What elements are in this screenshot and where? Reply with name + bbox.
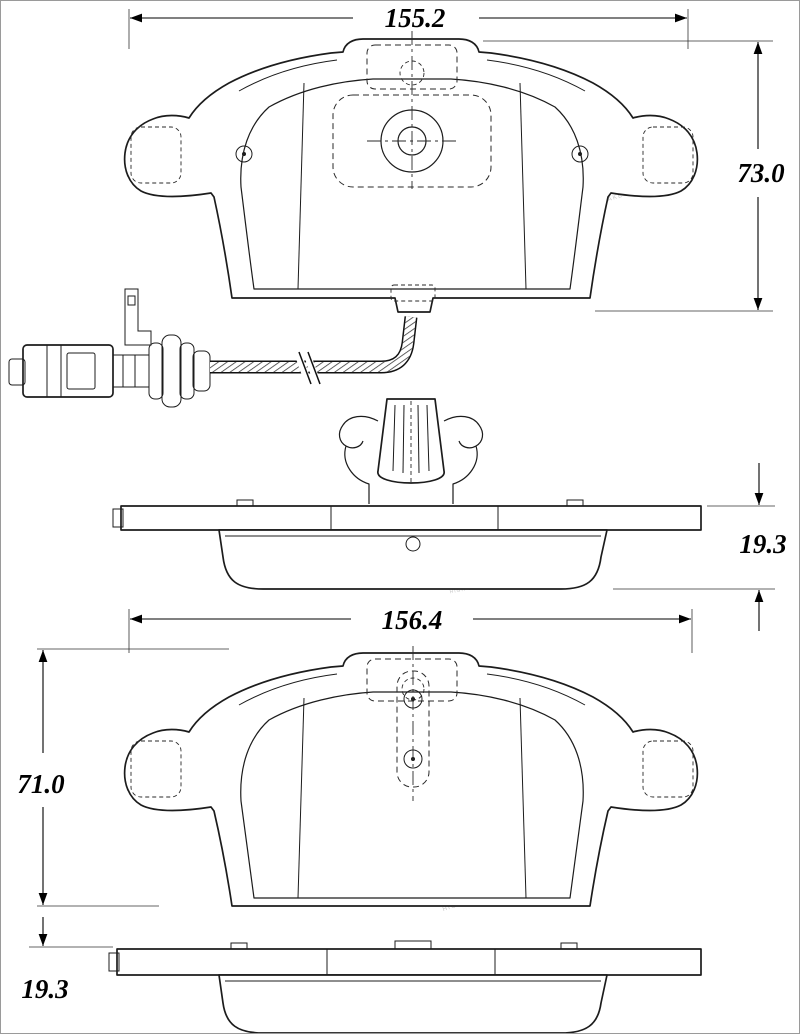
wear-sensor-assembly [8, 288, 418, 408]
dim-pad2-width-label: 156.4 [382, 605, 443, 635]
pad1-friction-outline [240, 78, 584, 290]
pad1-front-view [123, 31, 699, 313]
edge2-friction-block [218, 974, 608, 1033]
pad2-hump-hidden-outline [366, 658, 458, 702]
clip-arm-right [443, 415, 484, 504]
dim-pad2-thickness-label: 19.3 [21, 974, 68, 1004]
pad1-chamfer-right [519, 82, 527, 290]
dim-pad1-height: 73.0 [483, 40, 785, 312]
dim-pad2-width: 156.4 [128, 605, 693, 653]
edge2-backing-plate [116, 948, 702, 976]
pad2-chamfer-left [297, 697, 305, 899]
sensor-coupling [112, 354, 150, 388]
edge1-friction-block [218, 529, 608, 590]
pad1-chamfer-left [297, 82, 305, 290]
sensor-grommet [148, 334, 211, 408]
dim-pad2-height-label: 71.0 [17, 769, 65, 799]
pad2-chamfer-right [519, 697, 527, 899]
sensor-bracket [124, 288, 152, 346]
dim-pad1-thickness: 19.3 [613, 463, 787, 631]
pad2-edge-view [108, 940, 702, 1033]
pad1-edge-view [112, 499, 702, 590]
pad2-left-ear-hidden [130, 740, 182, 798]
edge1-hole [405, 536, 421, 552]
dim-pad2-thickness: 19.3 [21, 917, 113, 1004]
dim-pad1-height-label: 73.0 [737, 158, 785, 188]
pad2-front-view [123, 646, 699, 907]
pad1-right-hole [571, 145, 589, 163]
spring-clip [338, 398, 484, 504]
dim-pad2-height: 71.0 [17, 648, 229, 907]
clip-arm-left [338, 415, 379, 504]
pad1-left-ear-hidden [130, 126, 182, 184]
pad1-right-ear-hidden [642, 126, 694, 184]
edge1-backing-plate [120, 505, 702, 531]
dim-pad1-width-label: 155.2 [385, 3, 446, 33]
pad2-friction-outline [240, 691, 584, 899]
dim-pad1-width: 155.2 [128, 3, 689, 49]
pad1-backing-plate-outline [123, 38, 699, 313]
pad1-left-hole [235, 145, 253, 163]
dim-pad1-thickness-label: 19.3 [739, 529, 786, 559]
sensor-wire [210, 316, 418, 387]
pad2-backing-plate-outline [123, 652, 699, 907]
pad2-right-ear-hidden [642, 740, 694, 798]
